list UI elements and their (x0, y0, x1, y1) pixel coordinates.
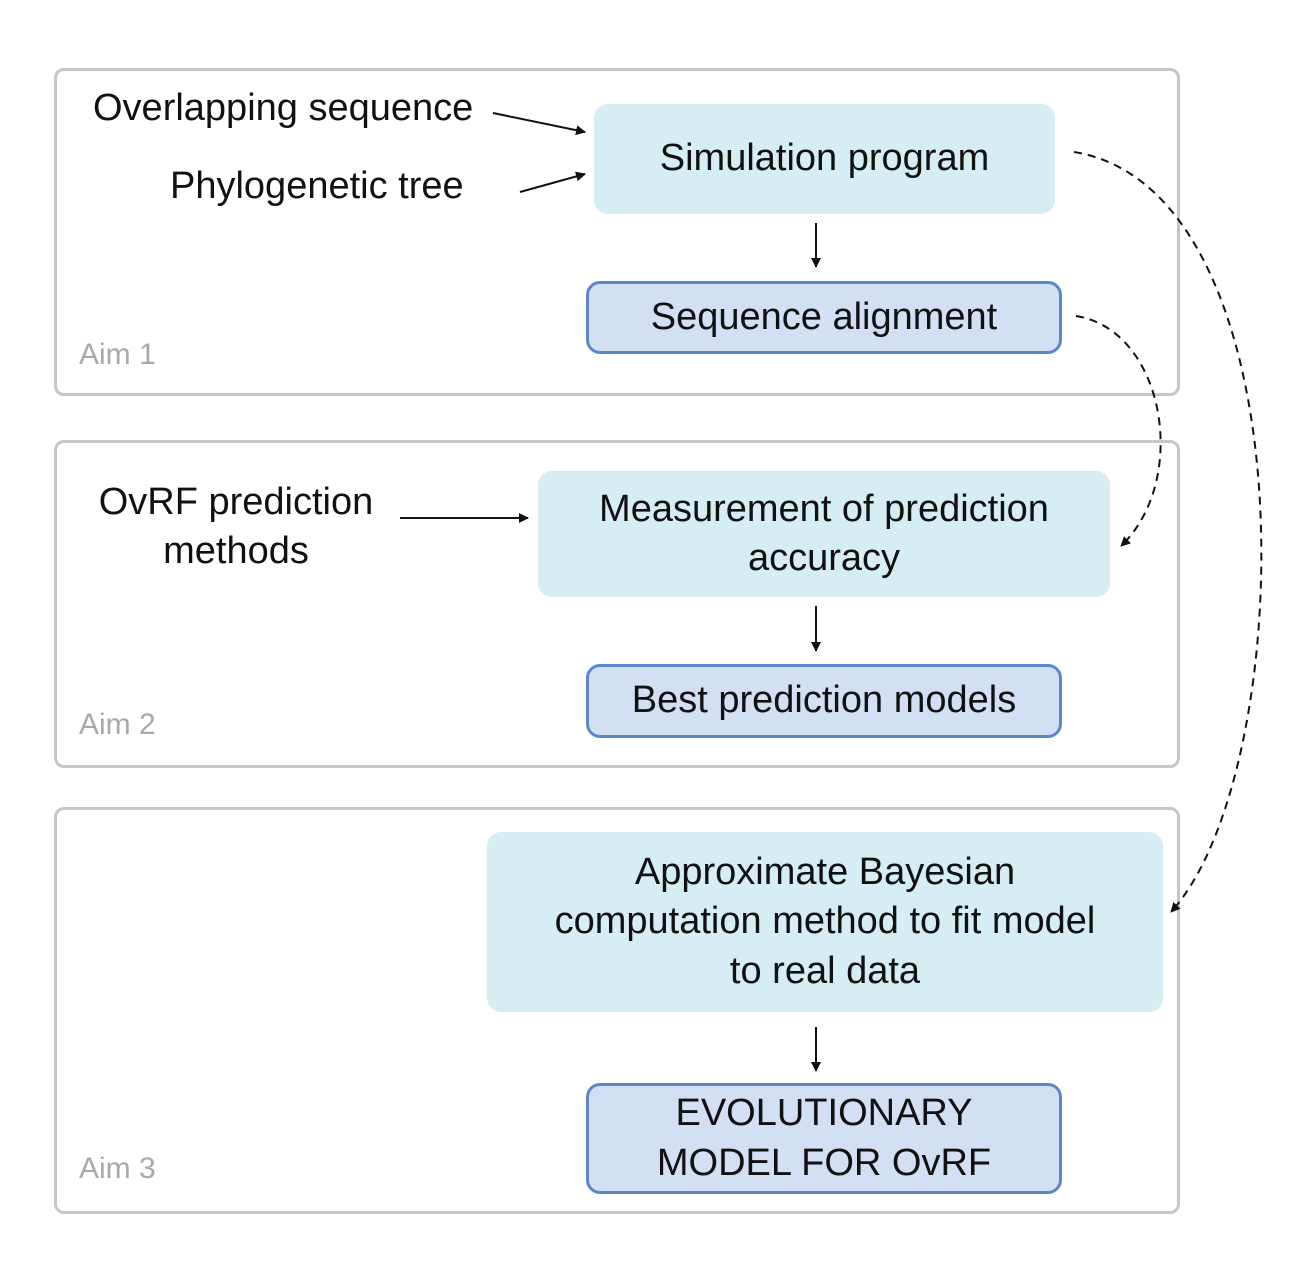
simulation-program-label: Simulation program (659, 137, 990, 180)
evolutionary-model-label: EVOLUTIONARY MODEL FOR OvRF (656, 1092, 992, 1184)
abc-method-label: Approximate Bayesian computation method … (554, 850, 1096, 992)
evolutionary-model-box: EVOLUTIONARY MODEL FOR OvRF (586, 1083, 1062, 1194)
input-overlapping-sequence: Overlapping sequence (93, 87, 474, 129)
input-ovrf-prediction-methods: OvRF prediction methods (98, 481, 374, 573)
sequence-alignment-box: Sequence alignment (586, 281, 1062, 354)
measurement-accuracy-label: Measurement of prediction accuracy (599, 487, 1049, 579)
best-prediction-models-label: Best prediction models (631, 679, 1017, 722)
aim-1-label: Aim 1 (79, 338, 156, 371)
abc-method-box: Approximate Bayesian computation method … (487, 832, 1163, 1012)
aim-3-label: Aim 3 (79, 1152, 156, 1185)
simulation-program-box: Simulation program (594, 104, 1055, 214)
sequence-alignment-label: Sequence alignment (650, 295, 998, 338)
aim-2-label: Aim 2 (79, 708, 156, 741)
best-prediction-models-box: Best prediction models (586, 664, 1062, 738)
input-phylogenetic-tree: Phylogenetic tree (170, 165, 464, 207)
aim-3-frame (54, 807, 1180, 1214)
measurement-accuracy-box: Measurement of prediction accuracy (538, 471, 1110, 597)
